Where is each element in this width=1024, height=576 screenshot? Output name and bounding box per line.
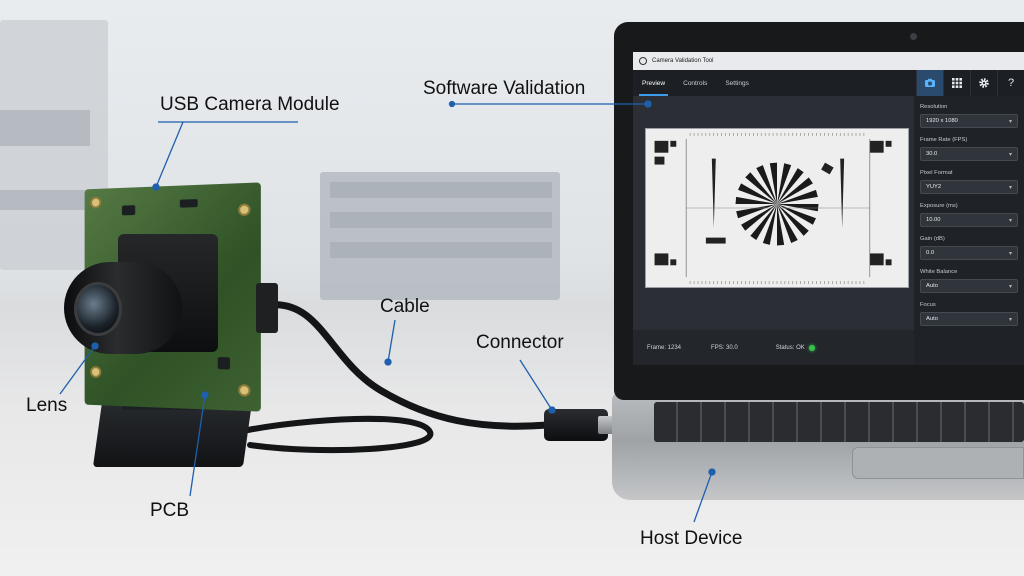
tab-preview[interactable]: Preview xyxy=(633,70,674,96)
background-shelf-left-2 xyxy=(0,190,90,210)
pcb-chip xyxy=(179,199,198,208)
setting-gain-select[interactable]: 0.0 ▾ xyxy=(920,246,1018,260)
chevron-down-icon: ▾ xyxy=(1008,316,1012,323)
chevron-down-icon: ▾ xyxy=(1008,184,1012,191)
label-cable: Cable xyxy=(380,296,430,317)
background-shelf-left xyxy=(0,110,90,146)
laptop-trackpad xyxy=(852,447,1024,479)
label-lens: Lens xyxy=(26,395,68,416)
settings-panel: Resolution 1920 x 1080 ▾ Frame Rate (FPS)… xyxy=(914,96,1024,365)
camera-usb-port xyxy=(256,283,278,333)
status-ok-icon xyxy=(808,344,815,351)
setting-gain-label: Gain (dB) xyxy=(920,236,945,242)
app-logo-icon xyxy=(639,57,647,65)
setting-focus-label: Focus xyxy=(920,302,936,308)
setting-resolution-select[interactable]: 1920 x 1080 ▾ xyxy=(920,114,1018,128)
usb-connector-plug xyxy=(544,409,608,441)
fps-readout: FPS: 30.0 xyxy=(711,344,738,351)
background-shelf-center xyxy=(330,182,552,198)
help-icon[interactable]: ? xyxy=(997,70,1024,96)
frame-counter: Frame: 1234 xyxy=(647,344,682,351)
star-sector xyxy=(777,204,798,244)
chevron-down-icon: ▾ xyxy=(1008,217,1012,224)
setting-value: 10.00 xyxy=(926,217,941,223)
setting-pixel-format-label: Pixel Format xyxy=(920,170,953,176)
star-sector xyxy=(777,189,818,205)
app-title: Camera Validation Tool xyxy=(652,58,714,64)
star-sector xyxy=(777,163,792,205)
chart-tick-marks xyxy=(689,132,865,285)
label-host-device: Host Device xyxy=(640,528,743,549)
pcb-mount-hole xyxy=(238,384,251,397)
chevron-down-icon: ▾ xyxy=(1008,250,1012,257)
star-sector xyxy=(777,177,813,205)
status-bar: Frame: 1234 FPS: 30.0 Status: OK xyxy=(633,330,914,365)
setting-value: YUY2 xyxy=(926,184,942,190)
background-shelf-center-3 xyxy=(330,242,552,258)
camera-icon[interactable] xyxy=(916,70,943,96)
chevron-down-icon: ▾ xyxy=(1008,283,1012,290)
star-sector xyxy=(777,204,819,212)
pcb-mount-hole xyxy=(90,365,102,378)
laptop-webcam xyxy=(910,33,917,40)
chevron-down-icon: ▾ xyxy=(1008,151,1012,158)
setting-frame-rate-select[interactable]: 30.0 ▾ xyxy=(920,147,1018,161)
app-navbar: Preview Controls Settings ? xyxy=(633,70,1024,96)
star-sector xyxy=(769,162,777,205)
pcb-chip xyxy=(121,205,136,216)
label-connector: Connector xyxy=(476,332,564,353)
pcb-mount-hole xyxy=(90,196,102,209)
setting-value: 30.0 xyxy=(926,151,938,157)
star-sector xyxy=(750,204,777,240)
star-sector xyxy=(736,204,777,219)
setting-pixel-format-select[interactable]: YUY2 ▾ xyxy=(920,180,1018,194)
setting-value: 1920 x 1080 xyxy=(926,118,958,124)
star-sector xyxy=(735,196,777,205)
setting-value: 0.0 xyxy=(926,250,935,256)
status-indicator: Status: OK xyxy=(775,344,815,351)
setting-exposure-select[interactable]: 10.00 ▾ xyxy=(920,213,1018,227)
lens-glass xyxy=(74,282,122,336)
label-pcb: PCB xyxy=(150,500,190,521)
status-text: Status: OK xyxy=(775,344,805,351)
tab-controls[interactable]: Controls xyxy=(683,79,708,87)
laptop-keyboard xyxy=(654,402,1024,442)
star-sector xyxy=(777,204,816,225)
setting-white-balance-select[interactable]: Auto ▾ xyxy=(920,279,1018,293)
tab-settings[interactable]: Settings xyxy=(725,79,749,87)
setting-value: Auto xyxy=(926,316,938,322)
pcb-mount-hole xyxy=(238,203,251,217)
resolution-test-chart xyxy=(645,128,909,288)
star-sector xyxy=(756,165,777,205)
label-software-validation: Software Validation xyxy=(423,78,586,99)
star-sector xyxy=(777,168,804,205)
setting-value: Auto xyxy=(926,283,938,289)
chevron-down-icon: ▾ xyxy=(1008,118,1012,125)
grid-icon[interactable] xyxy=(943,70,970,96)
toolbar: ? xyxy=(916,70,1024,96)
setting-exposure-label: Exposure (ms) xyxy=(920,203,958,209)
star-sector xyxy=(741,204,777,231)
setting-white-balance-label: White Balance xyxy=(920,269,958,275)
setting-focus-select[interactable]: Auto ▾ xyxy=(920,312,1018,326)
star-sector xyxy=(777,204,785,246)
gear-icon[interactable] xyxy=(970,70,997,96)
star-sector xyxy=(738,183,777,205)
setting-resolution-label: Resolution xyxy=(920,104,948,110)
setting-frame-rate-label: Frame Rate (FPS) xyxy=(920,137,968,143)
laptop-screen: Camera Validation Tool Preview Controls … xyxy=(633,52,1024,365)
label-usb-camera-module: USB Camera Module xyxy=(160,94,340,115)
siemens-star xyxy=(735,162,819,246)
star-sector xyxy=(762,204,777,245)
background-shelf-center-2 xyxy=(330,212,552,228)
star-sector xyxy=(777,204,809,236)
preview-area xyxy=(633,96,914,330)
pcb-chip xyxy=(217,356,230,370)
app-titlebar: Camera Validation Tool xyxy=(633,52,1024,70)
star-sector xyxy=(745,172,777,205)
